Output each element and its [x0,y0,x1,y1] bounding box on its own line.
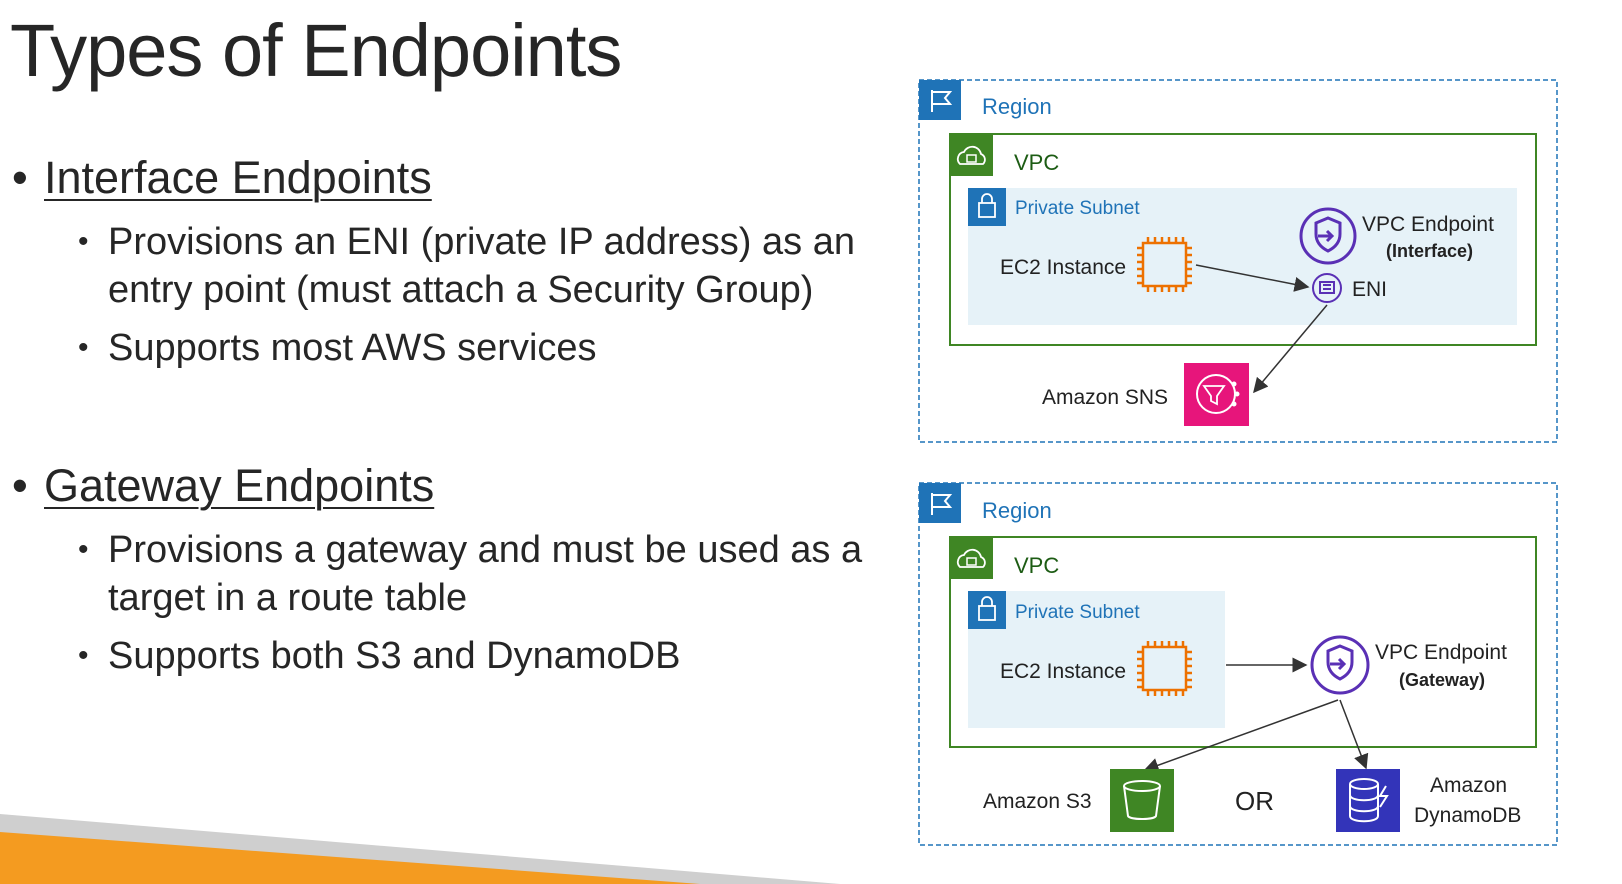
subnet-lock-icon [968,188,1006,226]
region-flag-icon [919,80,961,120]
vpc-endpoint-type-2: (Gateway) [1399,670,1485,690]
private-subnet-box-2 [968,591,1225,728]
subnet-lock-icon-2 [968,591,1006,629]
bullet-list: Interface Endpoints Provisions an ENI (p… [12,150,892,680]
arrow-endpoint-to-dynamodb [1339,699,1369,770]
region-box-2 [918,482,1558,846]
private-subnet-box [968,188,1517,325]
eni-network-interface-icon [1312,273,1342,303]
arrow-endpoint-to-s3 [1143,699,1339,773]
vpc-label: VPC [1014,150,1059,175]
bullet-gateway-item-2: Supports both S3 and DynamoDB [78,632,892,680]
region-label-2: Region [982,498,1052,523]
region-box [918,79,1558,443]
ec2-chip-icon [1137,237,1192,292]
vpc-label-2: VPC [1014,553,1059,578]
dynamodb-label-line2: DynamoDB [1414,804,1521,827]
vpc-endpoint-label-2: VPC Endpoint [1375,641,1507,664]
ec2-chip-icon-2 [1137,641,1192,696]
vpc-cloud-lock-icon [950,134,993,176]
bullet-interface-item-1: Provisions an ENI (private IP address) a… [78,218,868,314]
dynamodb-database-icon [1336,769,1400,832]
vpc-endpoint-shield-icon-2 [1310,635,1370,695]
sns-icon [1184,363,1249,426]
arrow-eni-to-sns [1253,304,1328,394]
subnet-label: Private Subnet [1015,198,1140,219]
eni-label: ENI [1352,278,1387,301]
gateway-endpoint-diagram: Region VPC Private Subnet EC2 Instance V… [918,482,1558,846]
vpc-box-2 [949,536,1537,748]
vpc-endpoint-label: VPC Endpoint [1362,213,1494,236]
vpc-box [949,133,1537,346]
ec2-label-2: EC2 Instance [1000,660,1126,683]
s3-bucket-icon [1110,769,1174,832]
bullet-interface-endpoints: Interface Endpoints [12,150,892,206]
slide-title: Types of Endpoints [10,9,622,92]
vpc-cloud-lock-icon-2 [950,537,993,579]
s3-label: Amazon S3 [983,790,1092,813]
vpc-endpoint-type: (Interface) [1386,241,1473,261]
vpc-endpoint-shield-icon [1299,207,1357,265]
accent-bar [0,814,840,884]
arrow-ec2-to-eni [1195,264,1310,292]
or-label: OR [1235,786,1274,816]
dynamodb-label-line1: Amazon [1430,774,1507,797]
sns-label: Amazon SNS [1042,386,1168,409]
ec2-label: EC2 Instance [1000,256,1126,279]
bullet-heading-interface: Interface Endpoints [44,152,432,203]
subnet-label-2: Private Subnet [1015,602,1140,623]
bullet-gateway-item-1: Provisions a gateway and must be used as… [78,526,868,622]
region-label: Region [982,94,1052,119]
interface-endpoint-diagram: Region VPC Private Subnet EC2 Instance V… [918,79,1558,443]
bullet-gateway-endpoints: Gateway Endpoints [12,458,892,514]
bullet-interface-item-2: Supports most AWS services [78,324,892,372]
region-flag-icon-2 [919,483,961,523]
bullet-heading-gateway: Gateway Endpoints [44,460,435,511]
